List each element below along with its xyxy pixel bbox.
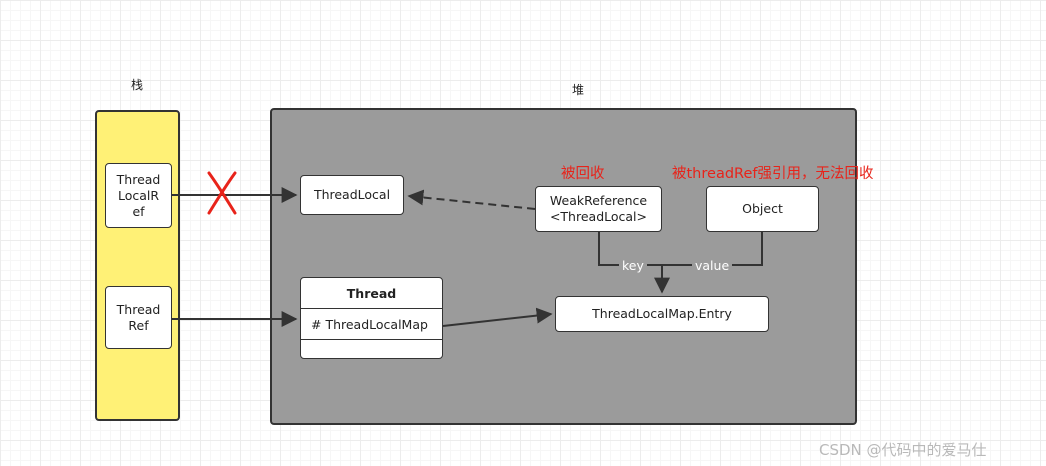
thread-local-node[interactable]: ThreadLocal [300, 175, 404, 215]
red-x-cross-icon [207, 171, 237, 215]
thread-class-field: # ThreadLocalMap [301, 309, 442, 340]
csdn-watermark: CSDN @代码中的爱马仕 [819, 441, 987, 459]
thread-local-ref-node[interactable]: Thread LocalR ef [105, 163, 172, 228]
thread-class-title: Thread [301, 278, 442, 309]
object-strong-ref-annotation: 被threadRef强引用，无法回收 [672, 166, 874, 182]
thread-class-node[interactable]: Thread # ThreadLocalMap [300, 277, 443, 359]
thread-map-to-entry-edge [442, 307, 553, 327]
key-edge-label: key [619, 258, 647, 273]
object-node[interactable]: Object [706, 186, 819, 232]
heap-panel [270, 108, 857, 425]
stack-panel [95, 110, 180, 421]
thread-ref-node[interactable]: Thread Ref [105, 286, 172, 349]
heap-label: 堆 [572, 83, 585, 97]
weak-ref-dashed-edge [407, 189, 536, 210]
weak-collected-annotation: 被回收 [561, 166, 605, 182]
value-edge-label: value [692, 258, 733, 273]
weak-reference-node[interactable]: WeakReference <ThreadLocal> [535, 186, 662, 232]
stack-label: 栈 [131, 78, 144, 92]
thread-local-map-entry-node[interactable]: ThreadLocalMap.Entry [555, 296, 769, 332]
